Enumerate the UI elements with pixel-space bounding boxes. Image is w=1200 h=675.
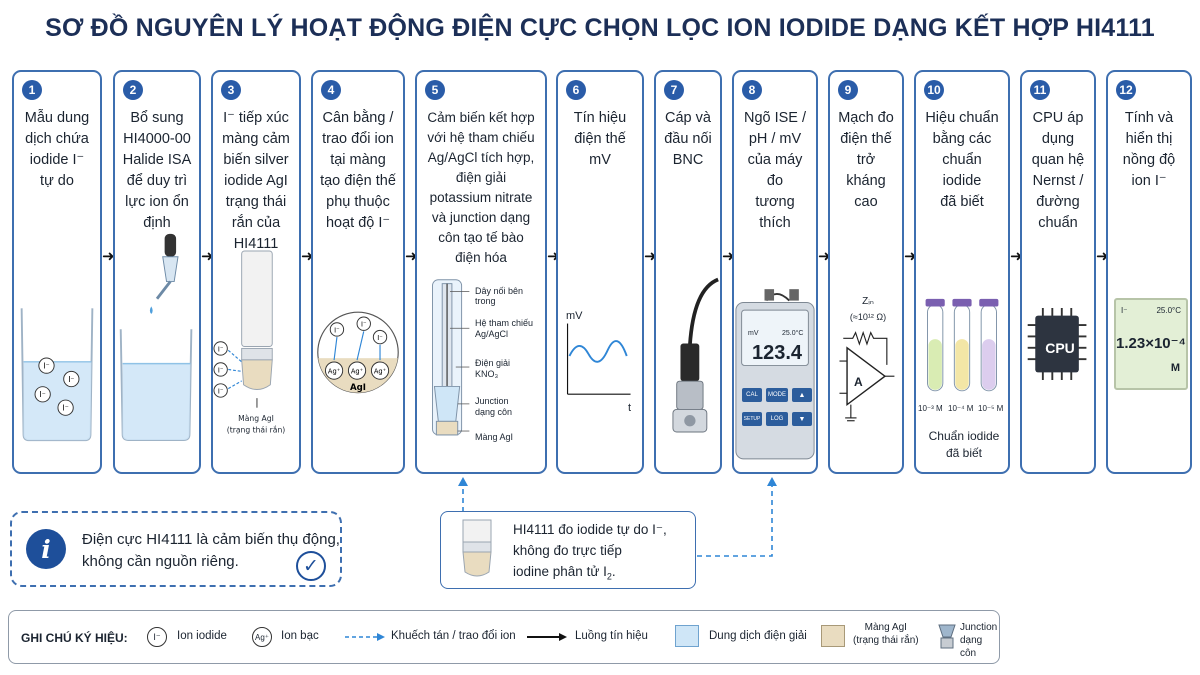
step-text: Cảm biến kết hợp với hệ tham chiếu Ag/Ag… [427,110,535,265]
step-text: Ngõ ISE / pH / mV của máy đo tương thích [743,110,807,231]
meter-button-log[interactable]: LOG [766,412,788,426]
flow-arrow: ➜ [904,248,917,265]
step-number: 3 [221,80,241,100]
free-iodide-text-end: . [611,564,616,579]
legend-heading: GHI CHÚ KÝ HIỆU: [21,631,128,645]
flow-arrow: ➜ [818,248,831,265]
standards-caption: Chuẩn iodide đã biết [928,429,1000,460]
step-text: Cân bằng / trao đổi ion tại màng tạo điệ… [320,110,396,231]
membrane-swatch [821,625,845,647]
free-iodide-text-main: HI4111 đo iodide tự do I⁻, không đo trực… [513,522,667,579]
flow-arrow: ➜ [722,248,735,265]
step-12-display-result: 12 Tính và hiển thị nồng độ ion I⁻ I⁻ 25… [1106,70,1192,474]
step-text: Bổ sung HI4000-00 Halide ISA để duy trì … [122,110,192,231]
free-iodide-note: HI4111 đo iodide tự do I⁻, không đo trực… [440,511,696,589]
step-text: Hiệu chuẩn bằng các chuẩn iodide đã biết [925,110,999,210]
amplifier-label: A [854,375,863,389]
step-number: 11 [1030,80,1050,100]
tube-label-3: 10⁻⁵ M [978,404,1004,413]
result-display: I⁻ 25.0°C 1.23×10⁻⁴ M [1114,298,1188,390]
step-text: Tín hiệu điện thế mV [573,110,627,168]
meter-button-cal[interactable]: CAL [742,388,762,402]
impedance-value: (≈10¹² Ω) [849,312,887,322]
step-number: 10 [924,80,944,100]
passive-sensor-note: i Điện cực HI4111 là cảm biến thụ động, … [10,511,342,587]
legend-silver-label: Ion bạc [281,630,319,642]
step-text: Mẫu dung dịch chứa iodide I⁻ tự do [24,110,90,189]
screen-unit: mV [748,330,759,337]
step-text: CPU áp dụng quan hệ Nernst / đường chuẩn [1031,110,1085,231]
checkmark-icon: ✓ [296,551,326,581]
legend-junction: Junction dạng côn [475,396,513,417]
legend-signal-label: Luồng tín hiệu [575,630,648,642]
display-temperature: 25.0°C [1156,306,1181,315]
screen-temperature: 25.0°C [782,330,804,337]
free-iodide-text: HI4111 đo iodide tự do I⁻, không đo trực… [513,519,667,588]
y-axis-label: mV [566,310,583,322]
legend-reference-system: Hệ tham chiếu Ag/AgCl [475,318,534,339]
step-number: 2 [123,80,143,100]
impedance-label: Zᵢₙ [862,296,874,307]
step-number: 12 [1116,80,1136,100]
legend-electrolyte: Điện giải KNO₃ [475,358,511,379]
step-number: 4 [321,80,341,100]
flow-arrow: ➜ [301,248,314,265]
step-number: 9 [838,80,858,100]
step-number: 5 [425,80,445,100]
step-text: Mạch đo điện thế trở kháng cao [838,110,894,210]
step-number: 1 [22,80,42,100]
x-axis-label: t [628,402,632,414]
flow-arrow: ➜ [102,248,115,265]
flow-arrow: ➜ [1096,248,1109,265]
passive-sensor-text: Điện cực HI4111 là cảm biến thụ động, kh… [82,531,340,570]
legend-membrane: Màng AgI [475,432,514,442]
step-number: 6 [566,80,586,100]
legend-solution-label: Dung dịch điện giải [709,630,807,642]
cpu-label: CPU [1045,340,1075,356]
step-text: I⁻ tiếp xúc màng cảm biến silver iodide … [222,110,290,252]
meter-button-setup[interactable]: SETUP [742,412,762,426]
info-icon: i [26,529,66,569]
iodide-ion-symbol: I⁻ [147,627,167,647]
legend-junction-label: Junction dạng côn [960,622,998,659]
flow-arrow: ➜ [405,248,418,265]
symbol-legend: GHI CHÚ KÝ HIỆU: I⁻ Ion iodide Ag⁺ Ion b… [8,610,1000,664]
legend-iodide-label: Ion iodide [177,630,227,642]
iodine-subscript: 2 [606,571,612,582]
legend-membrane-label: Màng AgI (trạng thái rắn) [853,622,919,646]
display-concentration: 1.23×10⁻⁴ [1116,335,1186,352]
step-number: 8 [742,80,762,100]
display-ion: I⁻ [1121,306,1128,315]
meter-button-up[interactable]: ▲ [792,388,812,402]
tube-label-1: 10⁻³ M [918,404,943,413]
solution-swatch [675,625,699,647]
step-9-high-impedance-circuit: 9 Mạch đo điện thế trở kháng cao Zᵢₙ (≈1… [828,70,904,474]
legend-internal-wire: Dây nối bên trong [475,286,524,306]
flow-arrow: ➜ [1010,248,1023,265]
meter-button-down[interactable]: ▼ [792,412,812,426]
meter-button-mode[interactable]: MODE [766,388,788,402]
step-5-combination-sensor: 5 Cảm biến kết hợp với hệ tham chiếu Ag/… [415,70,547,474]
legend-diffusion-label: Khuếch tán / trao đổi ion [391,630,516,642]
display-unit: M [1170,362,1180,374]
dashed-arrow-icon [345,633,385,641]
flow-arrow: ➜ [201,248,214,265]
electrode-tip-icon [462,519,492,577]
solid-arrow-icon [527,633,567,641]
step-text: Cáp và đầu nối BNC [664,110,712,168]
page-title: SƠ ĐỒ NGUYÊN LÝ HOẠT ĐỘNG ĐIỆN CỰC CHỌN … [45,14,1155,42]
silver-ion-symbol: Ag⁺ [252,627,272,647]
tube-label-2: 10⁻⁴ M [948,404,974,413]
step-text: Tính và hiển thị nồng độ ion I⁻ [1122,110,1176,189]
screen-reading: 123.4 [751,342,803,364]
flow-arrow: ➜ [644,248,657,265]
step-number: 7 [664,80,684,100]
junction-cone-icon [938,624,956,649]
